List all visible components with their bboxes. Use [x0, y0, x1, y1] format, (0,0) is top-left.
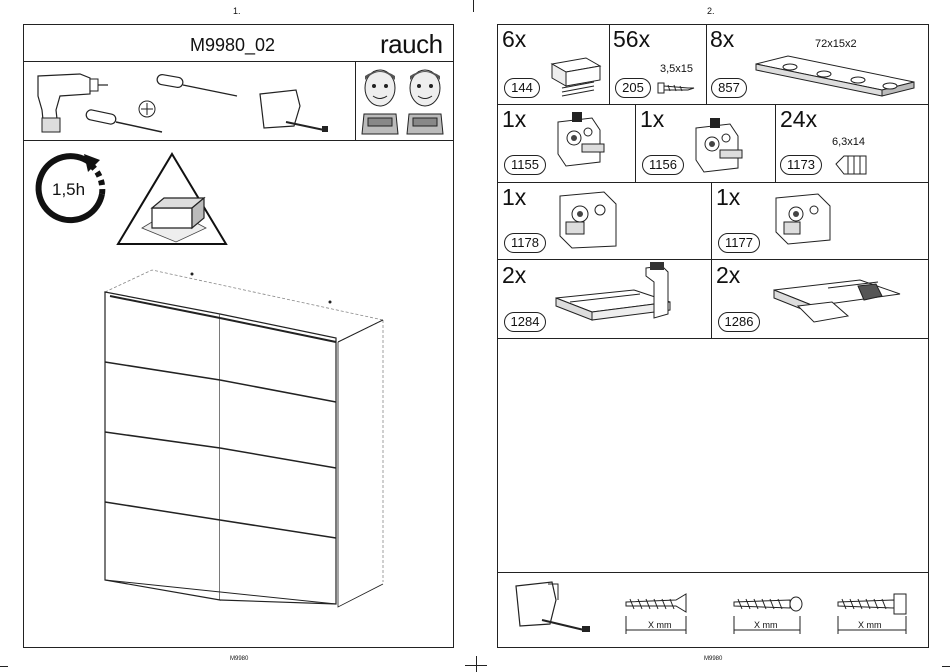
screw-length-label: X mm — [858, 620, 882, 630]
part-quantity: 8x — [710, 28, 734, 51]
part-code-badge: 1155 — [504, 155, 546, 175]
divider — [355, 61, 356, 140]
door-roller-icon — [690, 118, 750, 174]
screw-length-label: X mm — [648, 620, 672, 630]
door-roller-icon — [554, 186, 626, 252]
crop-mark — [473, 0, 474, 12]
part-quantity: 6x — [502, 28, 526, 51]
part-code-badge: 205 — [615, 78, 651, 98]
part-code-badge: 857 — [711, 78, 747, 98]
page-number-left: 1. — [233, 6, 241, 16]
crop-mark — [465, 665, 487, 666]
part-quantity: 2x — [502, 264, 526, 287]
part-dimension: 3,5x15 — [660, 63, 693, 75]
wardrobe-drawing — [100, 262, 390, 612]
part-dimension: 72x15x2 — [815, 38, 857, 50]
part-code-badge: 1177 — [718, 233, 760, 253]
divider — [775, 104, 776, 182]
footer-right: M9980 — [704, 656, 722, 662]
divider — [497, 259, 929, 260]
connector-plate-icon — [752, 52, 918, 98]
door-roller-icon — [552, 110, 612, 170]
divider — [497, 572, 929, 573]
tape-measure-icon — [256, 86, 331, 136]
part-code-badge: 1286 — [718, 312, 760, 332]
divider — [497, 104, 929, 105]
brand-logo: rauch — [380, 29, 443, 60]
divider — [23, 140, 454, 141]
screw-icon — [656, 80, 696, 98]
divider — [497, 338, 929, 339]
screw-icon — [834, 150, 874, 180]
crop-mark — [476, 656, 477, 672]
part-code-badge: 1178 — [504, 233, 546, 253]
divider — [609, 24, 610, 104]
divider — [497, 182, 929, 183]
door-stopper-icon — [768, 276, 908, 332]
door-roller-icon — [770, 190, 838, 248]
part-quantity: 56x — [613, 28, 650, 51]
page-number-right: 2. — [707, 6, 715, 16]
crop-mark — [942, 666, 950, 667]
divider — [706, 24, 707, 104]
warning-triangle-icon — [116, 152, 228, 248]
divider — [635, 104, 636, 182]
tape-measure-icon — [512, 578, 594, 638]
part-code-badge: 1284 — [504, 312, 546, 332]
door-guide-track-icon — [550, 262, 680, 330]
footer-left: M9980 — [230, 656, 248, 662]
awl-icon — [155, 72, 245, 102]
document-title: M9980_02 — [190, 35, 275, 56]
crop-mark — [0, 666, 8, 667]
part-quantity: 1x — [640, 108, 664, 131]
part-code-badge: 1173 — [780, 155, 822, 175]
part-quantity: 2x — [716, 264, 740, 287]
divider — [711, 182, 712, 338]
phillips-bit-icon — [137, 99, 157, 119]
assembler-person-icon — [360, 66, 450, 136]
part-quantity: 1x — [502, 108, 526, 131]
part-quantity: 24x — [780, 108, 817, 131]
furniture-glide-icon — [546, 54, 604, 98]
divider — [23, 61, 454, 62]
part-quantity: 1x — [502, 186, 526, 209]
part-code-badge: 144 — [504, 78, 540, 98]
part-code-badge: 1156 — [642, 155, 684, 175]
part-dimension: 6,3x14 — [832, 136, 865, 148]
part-quantity: 1x — [716, 186, 740, 209]
screw-length-label: X mm — [754, 620, 778, 630]
assembly-duration: 1,5h — [52, 180, 85, 200]
